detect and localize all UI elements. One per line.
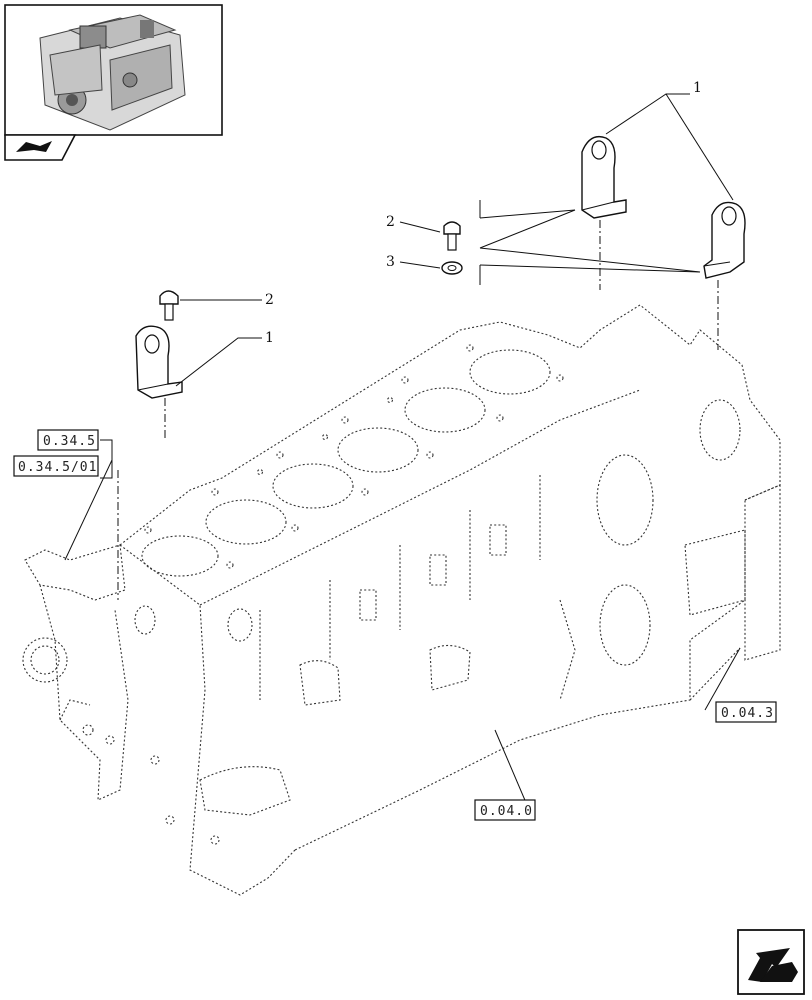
callout-1-top: 1 <box>693 80 702 96</box>
bolt-top[interactable] <box>443 221 461 251</box>
lifting-bracket-left[interactable] <box>135 325 183 399</box>
lifting-bracket-rear[interactable] <box>581 135 627 219</box>
ref-0-04-0-text: 0.04.0 <box>480 804 533 819</box>
lifting-bracket-front[interactable] <box>703 201 746 279</box>
callout-3-top: 3 <box>386 254 395 270</box>
bolt-left[interactable] <box>159 290 179 321</box>
ref-box-0-04-0[interactable]: 0.04.0 <box>474 799 536 821</box>
ref-0-04-3-text: 0.04.3 <box>721 706 774 721</box>
callout-1-left: 1 <box>265 330 274 346</box>
ref-box-0-34-5[interactable]: 0.34.5 <box>37 429 99 451</box>
next-page-arrow-icon[interactable] <box>737 929 805 995</box>
callout-2-left: 2 <box>265 292 274 308</box>
ref-box-0-34-5-01[interactable]: 0.34.5/01 <box>13 455 99 477</box>
engine-block <box>22 304 781 896</box>
ref-0-34-5-text: 0.34.5 <box>43 434 96 449</box>
washer-top[interactable] <box>441 261 463 275</box>
engine-thumbnail[interactable] <box>4 4 223 136</box>
ref-box-0-04-3[interactable]: 0.04.3 <box>715 701 777 723</box>
callout-2-top: 2 <box>386 214 395 230</box>
leader-lines <box>64 93 741 813</box>
engine-thumbnail-icon <box>39 14 186 131</box>
book-pointer-icon[interactable] <box>4 134 77 161</box>
ref-0-34-5-01-text: 0.34.5/01 <box>18 460 97 475</box>
